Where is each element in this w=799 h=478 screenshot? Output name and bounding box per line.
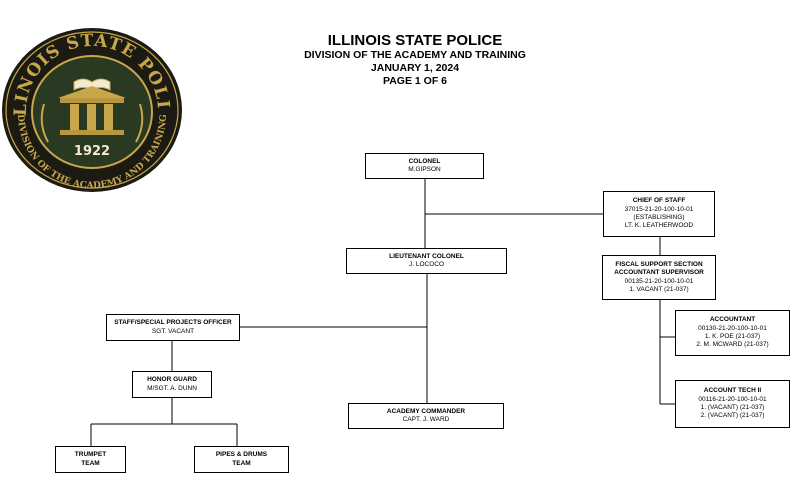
commander-name: CAPT. J. WARD xyxy=(402,416,450,423)
colonel-name: M.GIPSON xyxy=(408,166,441,173)
fiscal-title: FISCAL SUPPORT SECTION xyxy=(615,260,703,268)
academy-commander-box: ACADEMY COMMANDER CAPT. J. WARD xyxy=(348,403,504,429)
account-tech-name-1: 1. (VACANT) (21-037) xyxy=(700,404,765,411)
chief-of-staff-name: LT. K. LEATHERWOOD xyxy=(624,222,694,230)
trumpet-title-2: TEAM xyxy=(81,459,100,467)
accountant-title: ACCOUNTANT xyxy=(709,316,756,324)
chief-of-staff-position: 37015-21-20-100-10-01 xyxy=(624,205,694,213)
fiscal-position: 00135-21-20-100-10-01 xyxy=(624,277,694,285)
ltcol-name: J. LOCOCO xyxy=(408,261,445,268)
chief-of-staff-title: CHIEF OF STAFF xyxy=(632,197,686,205)
accountant-name-2: 2. M. MCWARD (21-037) xyxy=(696,341,769,349)
chief-of-staff-box: CHIEF OF STAFF 37015-21-20-100-10-01 (ES… xyxy=(603,191,715,237)
colonel-title: COLONEL xyxy=(408,157,441,165)
accountant-name-1: 1. K. POE (21-037) xyxy=(704,333,761,340)
trumpet-team-box: TRUMPET TEAM xyxy=(55,446,126,473)
honor-guard-box: HONOR GUARD M/SGT. A. DUNN xyxy=(132,371,212,398)
pipes-title-2: TEAM xyxy=(232,459,251,467)
fiscal-support-box: FISCAL SUPPORT SECTION ACCOUNTANT SUPERV… xyxy=(602,255,716,300)
chart-date: JANUARY 1, 2024 xyxy=(370,62,460,74)
pipes-drums-team-box: PIPES & DRUMS TEAM xyxy=(194,446,289,473)
account-tech-name-2: 2. (VACANT) (21-037) xyxy=(700,412,765,420)
lieutenant-colonel-box: LIEUTENANT COLONEL J. LOCOCO xyxy=(346,248,507,274)
account-tech-title: ACCOUNT TECH II xyxy=(703,387,762,395)
colonel-box: COLONEL M.GIPSON xyxy=(365,153,484,179)
page-number: PAGE 1 OF 6 xyxy=(383,75,447,87)
trumpet-title-1: TRUMPET xyxy=(74,451,107,459)
illinois-state-police-seal: ILLINOIS STATE POLICE DIVISION OF THE AC… xyxy=(0,24,182,192)
staff-projects-title: STAFF/SPECIAL PROJECTS OFFICER xyxy=(114,319,232,327)
fiscal-name: 1. VACANT (21-037) xyxy=(629,285,689,293)
division-name: DIVISION OF THE ACADEMY AND TRAINING xyxy=(304,49,526,61)
staff-projects-box: STAFF/SPECIAL PROJECTS OFFICER SGT. VACA… xyxy=(106,314,240,341)
ltcol-title: LIEUTENANT COLONEL xyxy=(389,252,464,260)
honor-guard-name: M/SGT. A. DUNN xyxy=(147,384,197,392)
account-tech-position: 00116-21-20-100-10-01 xyxy=(698,395,767,403)
chief-of-staff-note: (ESTABLISHING) xyxy=(633,214,685,221)
page-title: ILLINOIS STATE POLICE xyxy=(327,32,503,49)
accountant-position: 00130-21-20-100-10-01 xyxy=(698,324,767,332)
chart-header: ILLINOIS STATE POLICE DIVISION OF THE AC… xyxy=(260,32,570,88)
commander-title: ACADEMY COMMANDER xyxy=(386,407,466,415)
accountant-box: ACCOUNTANT 00130-21-20-100-10-01 1. K. P… xyxy=(675,310,790,356)
pipes-title-1: PIPES & DRUMS xyxy=(215,451,268,459)
seal-year: 1922 xyxy=(74,144,110,159)
fiscal-subtitle: ACCOUNTANT SUPERVISOR xyxy=(614,269,704,277)
staff-projects-name: SGT. VACANT xyxy=(151,327,195,335)
honor-guard-title: HONOR GUARD xyxy=(147,376,197,384)
account-tech-box: ACCOUNT TECH II 00116-21-20-100-10-01 1.… xyxy=(675,380,790,428)
